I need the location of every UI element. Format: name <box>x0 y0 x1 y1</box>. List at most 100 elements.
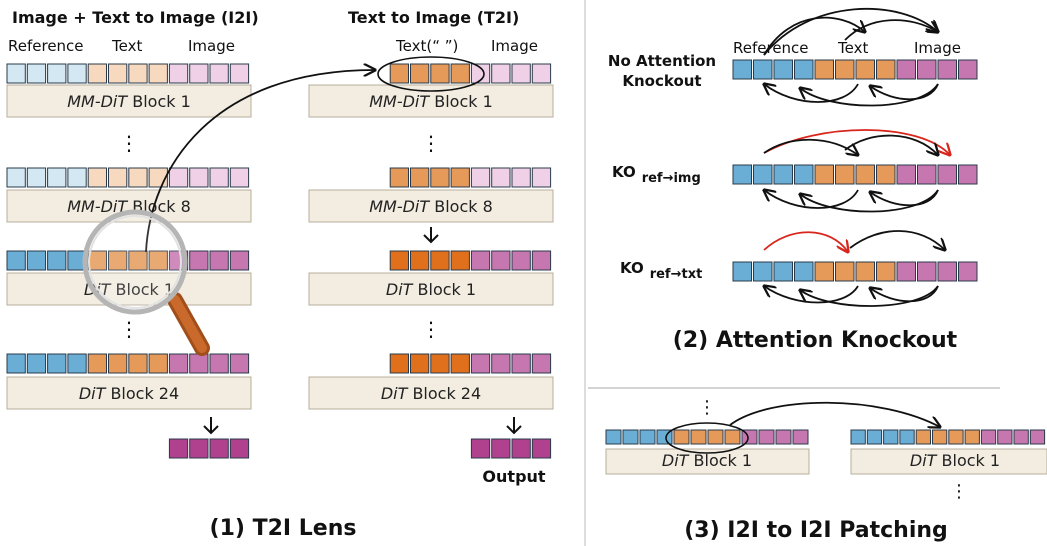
panel1-caption: (1) T2I Lens <box>210 516 357 541</box>
block-label: Block 1 <box>412 280 476 299</box>
token-cell <box>850 429 866 445</box>
i2i-title: Image + Text to Image (I2I) <box>12 8 259 27</box>
token-cell <box>876 261 896 282</box>
patch-transfer-arrow <box>729 401 940 427</box>
token-cell <box>511 63 531 84</box>
token-cell <box>26 353 47 374</box>
block-i2i-dit-1 <box>6 272 252 306</box>
ellipsis-dots: ⋮ <box>119 131 139 155</box>
token-cell <box>639 429 656 445</box>
token-cell <box>168 167 189 188</box>
token-cell <box>6 353 26 374</box>
token-cell <box>773 164 793 185</box>
token-cell <box>835 164 855 185</box>
token-cell <box>47 167 67 188</box>
svg-text:DiT Block 1: DiT Block 1 <box>386 280 476 299</box>
token-cell <box>450 353 470 374</box>
token-cell <box>209 63 229 84</box>
token-strip-i2i-block1 <box>6 63 250 84</box>
token-cell <box>531 167 552 188</box>
attention-arrows-no-ko <box>764 8 938 107</box>
block-t2i-mmdit-8 <box>308 189 554 223</box>
token-cell <box>1029 429 1046 445</box>
token-cell <box>511 438 531 459</box>
svg-text:MM-DiT Block 1: MM-DiT Block 1 <box>67 92 191 111</box>
token-cell <box>707 429 724 445</box>
block-prefix: DiT <box>910 451 938 470</box>
token-strip-i2i-block8 <box>6 167 250 188</box>
token-cell <box>491 438 511 459</box>
token-cell <box>410 250 430 271</box>
token-cell <box>67 63 87 84</box>
token-cell <box>470 438 491 459</box>
token-strip-no-ko <box>732 59 978 80</box>
ellipsis-dots: ⋮ <box>421 317 441 341</box>
token-strip-patch-target <box>850 429 1046 445</box>
token-cell <box>958 164 978 185</box>
token-cell <box>189 353 209 374</box>
token-cell <box>410 63 430 84</box>
token-cell <box>470 250 491 271</box>
col-label-reference: Reference <box>8 37 84 55</box>
token-cell <box>491 353 511 374</box>
panel-attention-knockout: No Attention Knockout Reference Text Ima… <box>608 8 978 353</box>
token-cell <box>450 63 470 84</box>
token-strip-t2i-output <box>470 438 552 459</box>
token-cell <box>430 250 450 271</box>
token-cell <box>26 167 47 188</box>
token-cell <box>917 164 937 185</box>
token-cell <box>389 63 410 84</box>
token-cell <box>229 63 250 84</box>
block-prefix: DiT <box>381 384 409 403</box>
token-cell <box>229 438 250 459</box>
token-cell <box>876 59 896 80</box>
token-cell <box>67 353 87 374</box>
no-ko-label-line1: No Attention <box>608 52 716 70</box>
token-cell <box>108 167 128 188</box>
token-cell <box>866 429 883 445</box>
token-cell <box>997 429 1013 445</box>
token-cell <box>753 261 773 282</box>
svg-text:MM-DiT Block 1: MM-DiT Block 1 <box>369 92 493 111</box>
down-arrow-icon <box>203 227 522 435</box>
token-cell <box>491 250 511 271</box>
token-cell <box>896 164 916 185</box>
token-cell <box>511 250 531 271</box>
ko-subscript: ref→img <box>642 171 701 186</box>
token-cell <box>937 59 957 80</box>
token-cell <box>1013 429 1029 445</box>
token-cell <box>168 63 189 84</box>
magnifier-icon <box>82 209 210 356</box>
token-cell <box>932 429 948 445</box>
token-cell <box>732 59 752 80</box>
token-cell <box>958 59 978 80</box>
svg-text:MM-DiT Block 8: MM-DiT Block 8 <box>369 197 493 216</box>
token-cell <box>531 438 552 459</box>
token-cell <box>876 164 896 185</box>
col-label-image-right: Image <box>491 37 538 55</box>
ellipsis-dots: ⋮ <box>119 317 139 341</box>
token-cell <box>917 261 937 282</box>
panel-i2i-patching: ⋮ ⋮ DiT Block 1 DiT Block 1 (3) I2I to I… <box>605 397 1047 543</box>
token-strip-i2i-dit1 <box>6 250 250 271</box>
col-label-text: Text <box>111 37 142 55</box>
token-cell <box>470 63 491 84</box>
block-t2i-dit-24 <box>308 376 554 410</box>
attention-arrows-ko-ref-img <box>764 129 950 213</box>
token-cell <box>896 261 916 282</box>
token-cell <box>794 59 814 80</box>
token-cell <box>511 353 531 374</box>
token-cell <box>108 353 128 374</box>
token-cell <box>189 250 209 271</box>
token-cell <box>605 429 622 445</box>
token-cell <box>67 167 87 188</box>
token-strip-t2i-block8 <box>389 167 552 188</box>
token-cell <box>229 353 250 374</box>
token-strip-t2i-block1 <box>389 63 552 84</box>
token-cell <box>430 167 450 188</box>
token-cell <box>980 429 997 445</box>
token-cell <box>835 59 855 80</box>
token-cell <box>531 250 552 271</box>
